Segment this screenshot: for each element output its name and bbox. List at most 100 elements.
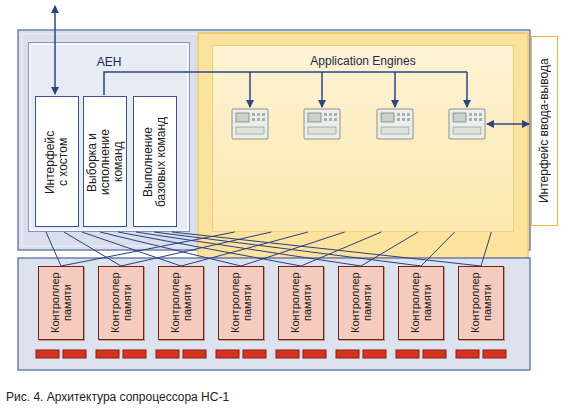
block-label: Контроллер памяти <box>349 268 373 338</box>
engine-panel <box>453 127 481 134</box>
bus-link <box>118 232 301 266</box>
memory-controller: Контроллер памяти <box>158 266 204 340</box>
engine-key <box>407 113 410 116</box>
bus-link <box>121 232 271 266</box>
engine-key <box>474 113 477 116</box>
engine-panel <box>381 127 409 134</box>
engine-screen <box>453 113 466 122</box>
group-title: Application Engines <box>198 54 528 68</box>
memory-chip <box>336 350 359 358</box>
bus-link <box>361 232 418 266</box>
memory-controller: Контроллер памяти <box>38 266 84 340</box>
engine-screen <box>381 113 394 122</box>
engine-key <box>324 113 327 116</box>
memory-chip <box>363 350 386 358</box>
memory-chip <box>396 350 419 358</box>
engine-key <box>469 113 472 116</box>
engine-key <box>479 113 482 116</box>
bus-link <box>100 232 241 266</box>
memory-controller: Контроллер памяти <box>218 266 264 340</box>
function-block: Выполнение базовых команд <box>133 96 177 227</box>
memory-controller: Контроллер памяти <box>278 266 324 340</box>
engine-panel <box>308 127 336 134</box>
dispatch-arrow <box>321 72 323 107</box>
group-title: AEH <box>29 55 189 69</box>
bus-link <box>421 232 455 266</box>
memory-chip <box>36 350 59 358</box>
engine-area <box>198 33 528 258</box>
outer-frame-highlight <box>22 34 526 246</box>
engine-key <box>474 118 477 121</box>
bus-link <box>61 232 235 266</box>
engine-key <box>329 113 332 116</box>
io-link <box>487 123 529 125</box>
memory-chip <box>216 350 239 358</box>
block-label: Контроллер памяти <box>289 268 313 338</box>
engine-screen <box>236 113 249 122</box>
bus-link <box>64 232 121 266</box>
engine-key <box>257 118 260 121</box>
block-label: Контроллер памяти <box>409 268 433 338</box>
bus-link <box>172 232 481 266</box>
function-block: Интерфейс с хостом <box>35 96 79 227</box>
engine-device <box>232 109 268 139</box>
engine-key <box>329 118 332 121</box>
dispatch-arrow <box>249 72 251 107</box>
engine-group: Application Engines <box>198 33 528 232</box>
engine-panel-bg <box>212 45 514 232</box>
block-label: Интерфейс ввода-вывода <box>538 41 551 221</box>
memory-chip <box>183 350 206 358</box>
engine-device <box>304 109 340 139</box>
memory-chip <box>423 350 446 358</box>
memory-controller: Контроллер памяти <box>398 266 444 340</box>
block-label: Выборка и исполнение команд <box>86 112 125 212</box>
bus-link <box>46 232 61 266</box>
unit-box: AEH Интерфейс с хостом Выборка и исполнени… <box>28 42 190 232</box>
engine-key <box>397 113 400 116</box>
block-label: Контроллер памяти <box>109 268 133 338</box>
bus-link <box>136 232 361 266</box>
dispatch-arrow <box>394 72 396 107</box>
dispatch-bus <box>104 72 467 95</box>
bus-link <box>481 232 491 266</box>
block-label: Интерфейс с хостом <box>44 129 70 195</box>
block-label: Контроллер памяти <box>229 268 253 338</box>
figure-caption: Рис. 4. Архитектура сопроцессора НС-1 <box>6 390 229 404</box>
function-block: Выборка и исполнение команд <box>83 96 127 227</box>
memory-chip <box>303 350 326 358</box>
memory-chip <box>156 350 179 358</box>
memory-chip <box>123 350 146 358</box>
engine-key <box>402 113 405 116</box>
engine-key <box>324 118 327 121</box>
engine-key <box>252 118 255 121</box>
memory-chip <box>243 350 266 358</box>
engine-device <box>449 109 485 139</box>
memory-chip <box>276 350 299 358</box>
engine-key <box>334 113 337 116</box>
block-label: Контроллер памяти <box>49 268 73 338</box>
bus-link <box>154 232 421 266</box>
bus-link <box>82 232 181 266</box>
memory-chip <box>483 350 506 358</box>
host-link <box>54 6 56 94</box>
memory-controller: Контроллер памяти <box>98 266 144 340</box>
memory-chip <box>63 350 86 358</box>
engine-key <box>252 113 255 116</box>
memory-controller: Контроллер памяти <box>458 266 504 340</box>
memory-chip <box>456 350 479 358</box>
outer-frame <box>18 30 530 250</box>
io-interface: Интерфейс ввода-вывода <box>531 36 558 226</box>
block-label: Выполнение базовых команд <box>142 112 168 212</box>
block-label: Контроллер памяти <box>469 268 493 338</box>
engine-device <box>377 109 413 139</box>
engine-key <box>479 118 482 121</box>
engine-key <box>257 113 260 116</box>
engine-key <box>402 118 405 121</box>
block-label: Контроллер памяти <box>169 268 193 338</box>
dispatch-arrow <box>466 72 468 107</box>
engine-panel <box>236 127 264 134</box>
engine-key <box>262 118 265 121</box>
bus-link <box>301 232 381 266</box>
memory-controller: Контроллер памяти <box>338 266 384 340</box>
